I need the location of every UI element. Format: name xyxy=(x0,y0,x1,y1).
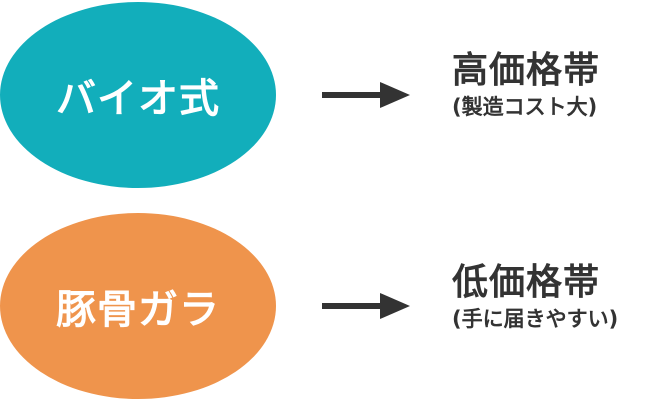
pork-bone-ellipse: 豚骨ガラ xyxy=(0,213,276,399)
pork-bone-label: 豚骨ガラ xyxy=(56,287,220,333)
high-price-label: 高価格帯 xyxy=(452,50,601,91)
bio-method-ellipse: バイオ式 xyxy=(0,2,276,188)
affordable-note: (手に届きやすい) xyxy=(452,307,619,331)
bio-method-label: バイオ式 xyxy=(56,76,220,122)
high-price-result: 高価格帯 (製造コスト大) xyxy=(452,50,600,120)
low-price-label: 低価格帯 xyxy=(452,262,601,303)
high-cost-note: (製造コスト大) xyxy=(452,95,598,119)
arrow-right-icon xyxy=(322,82,410,108)
low-price-result: 低価格帯 (手に届きやすい) xyxy=(452,262,618,332)
arrow-right-icon xyxy=(322,293,410,319)
